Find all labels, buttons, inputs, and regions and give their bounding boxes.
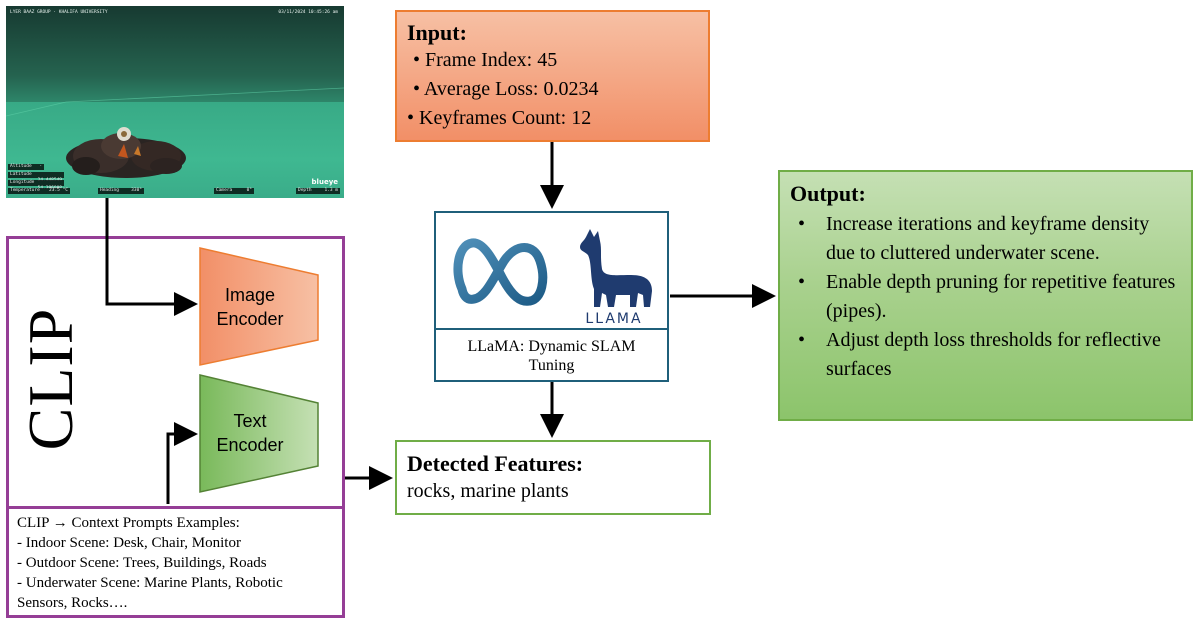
llama-logo-text: LLAMA bbox=[585, 311, 642, 324]
tank-wall bbox=[6, 6, 344, 106]
clip-box-divider bbox=[9, 506, 342, 509]
clip-prompts: CLIP → Context Prompts Examples: - Indoo… bbox=[17, 513, 337, 613]
image-encoder-label: Image Encoder bbox=[216, 285, 284, 329]
detected-text: rocks, marine plants bbox=[407, 480, 569, 502]
detected-features-box: Detected Features: rocks, marine plants bbox=[395, 440, 711, 515]
prompts-to-text-encoder-arrow bbox=[166, 422, 198, 504]
clip-prompt-line: - Underwater Scene: Marine Plants, Robot… bbox=[17, 575, 283, 591]
output-item-iterations: •Increase iterations and keyframe densit… bbox=[798, 213, 1150, 264]
hud-altitude: Altitude- bbox=[8, 164, 44, 170]
input-average-loss: • Average Loss: 0.0234 bbox=[413, 78, 599, 100]
output-list: •Increase iterations and keyframe densit… bbox=[790, 210, 1181, 384]
image-encoder-shape bbox=[199, 247, 319, 366]
llama-icon: LLAMA bbox=[580, 229, 652, 324]
llama-caption-line1: LLaMA: Dynamic SLAM bbox=[467, 338, 636, 355]
input-keyframes-count: • Keyframes Count: 12 bbox=[407, 107, 592, 129]
text-encoder-shape bbox=[199, 374, 319, 493]
clip-prompt-line: - Outdoor Scene: Trees, Buildings, Roads bbox=[17, 555, 267, 571]
clip-prompt-line: CLIP → Context Prompts Examples: bbox=[17, 515, 240, 531]
photo-header-text: LYER BAAZ GROUP · KHALIFA UNIVERSITY bbox=[10, 10, 108, 15]
llama-box: LLAMA LLaMA: Dynamic SLAM Tuning bbox=[434, 211, 669, 382]
llama-caption-line2: Tuning bbox=[528, 357, 575, 374]
detected-title: Detected Features: bbox=[407, 451, 584, 476]
clip-prompt-line: - Indoor Scene: Desk, Chair, Monitor bbox=[17, 535, 241, 551]
blueye-logo: blueye bbox=[311, 178, 338, 186]
meta-infinity-icon bbox=[453, 238, 548, 306]
llama-box-divider bbox=[436, 328, 667, 330]
input-title: Input: bbox=[407, 20, 467, 45]
clip-prompt-line: Sensors, Rocks…. bbox=[17, 595, 128, 611]
output-title: Output: bbox=[790, 181, 866, 206]
output-item-depth-pruning: •Enable depth pruning for repetitive fea… bbox=[798, 271, 1176, 322]
text-encoder-label: Text Encoder bbox=[216, 411, 284, 455]
output-box: Output: •Increase iterations and keyfram… bbox=[778, 170, 1193, 421]
output-item-loss-thresholds: •Adjust depth loss thresholds for reflec… bbox=[798, 329, 1161, 380]
underwater-camera-frame: LYER BAAZ GROUP · KHALIFA UNIVERSITY 03/… bbox=[6, 6, 344, 198]
photo-timestamp: 03/11/2024 10:45:26 am bbox=[278, 10, 338, 15]
rock-pile-image bbox=[6, 87, 344, 178]
photo-to-image-encoder-arrow bbox=[105, 198, 198, 316]
input-box: Input: • Frame Index: 45 • Average Loss:… bbox=[395, 10, 710, 142]
llama-caption: LLaMA: Dynamic SLAM Tuning bbox=[436, 337, 667, 375]
input-frame-index: • Frame Index: 45 bbox=[413, 49, 558, 71]
